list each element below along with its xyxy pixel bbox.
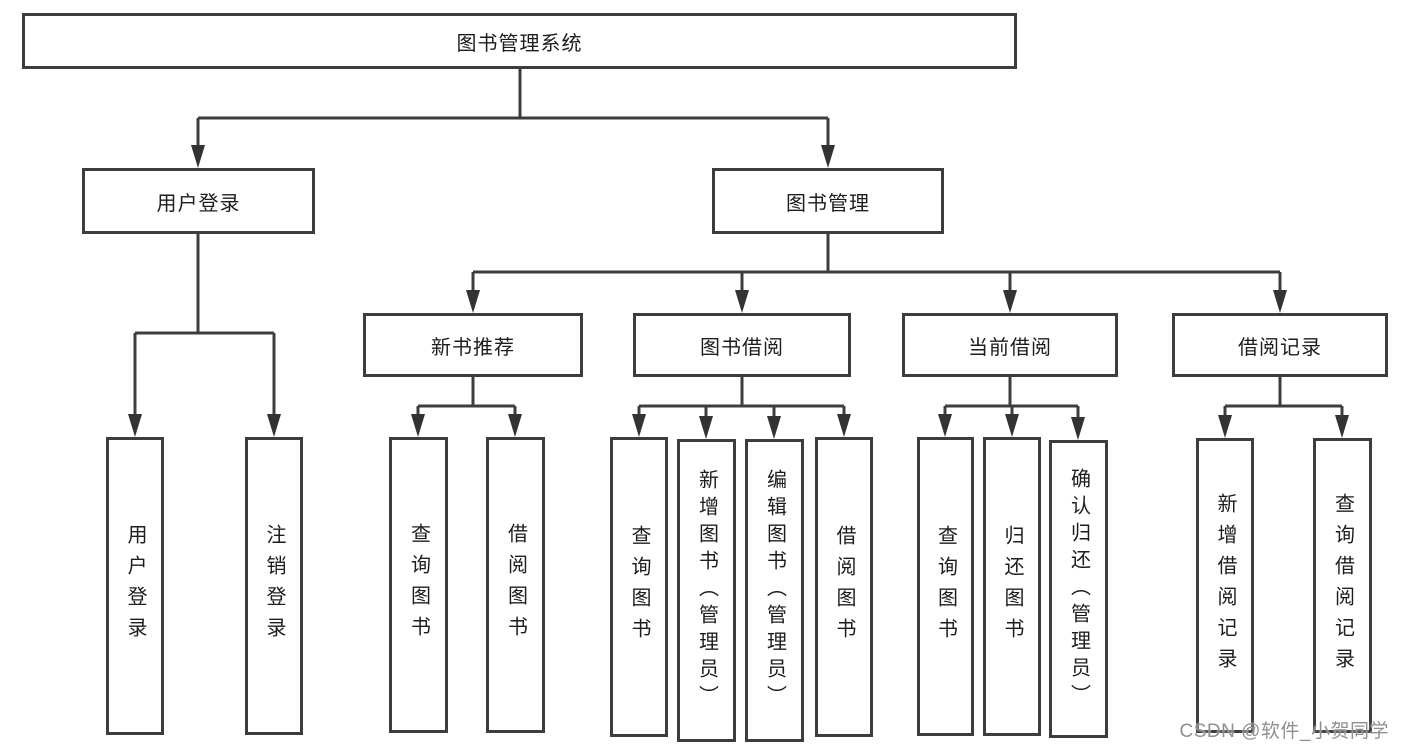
node-label: 图书借阅 <box>700 336 784 359</box>
leaf-return-books: 归还图书 <box>983 437 1041 736</box>
leaf-edit-book-admin: 编辑图书（管理员） <box>745 439 804 742</box>
leaf-logout: 注销登录 <box>245 437 303 735</box>
node-borrow-records: 借阅记录 <box>1172 313 1388 377</box>
leaf-query-borrow-record: 查询借阅记录 <box>1313 438 1372 733</box>
node-label: 当前借阅 <box>968 336 1052 359</box>
node-label: 查询借阅记录 <box>1331 492 1354 679</box>
csdn-watermark: CSDN @软件_小贺同学 <box>1179 721 1389 742</box>
leaf-add-book-admin: 新增图书（管理员） <box>677 439 736 742</box>
node-label: 查询图书 <box>628 525 650 649</box>
node-label: 编辑图书（管理员） <box>763 469 786 712</box>
leaf-query-books-recommend: 查询图书 <box>389 437 448 733</box>
node-label: 图书管理系统 <box>456 32 583 55</box>
leaf-user-login: 用户登录 <box>106 437 164 735</box>
leaf-borrow-books-recommend: 借阅图书 <box>486 437 545 733</box>
node-label: 新增借阅记录 <box>1214 492 1236 679</box>
node-label: 查询图书 <box>407 523 430 647</box>
leaf-query-books-current: 查询图书 <box>917 437 974 736</box>
node-label: 用户登录 <box>124 524 146 648</box>
leaf-confirm-return-admin: 确认归还（管理员） <box>1049 440 1108 738</box>
leaf-borrow-books-borrowing: 借阅图书 <box>815 437 873 737</box>
node-book-borrowing: 图书借阅 <box>633 313 851 377</box>
node-current-borrowing: 当前借阅 <box>902 313 1118 377</box>
node-label: 借阅图书 <box>833 525 855 649</box>
node-label: 借阅记录 <box>1238 336 1322 359</box>
node-label: 借阅图书 <box>504 523 527 647</box>
node-label: 用户登录 <box>156 192 241 215</box>
node-label: 图书管理 <box>786 192 870 215</box>
node-library-management-system: 图书管理系统 <box>22 13 1017 69</box>
leaf-query-books-borrowing: 查询图书 <box>610 437 668 737</box>
node-label: 查询图书 <box>934 524 957 649</box>
leaf-add-borrow-record: 新增借阅记录 <box>1196 438 1254 733</box>
node-label: 确认归还（管理员） <box>1067 467 1090 711</box>
node-label: 归还图书 <box>1001 524 1023 649</box>
node-label: 注销登录 <box>263 524 285 648</box>
node-label: 新书推荐 <box>431 336 515 359</box>
node-new-book-recommend: 新书推荐 <box>363 313 583 377</box>
node-book-management: 图书管理 <box>712 168 944 234</box>
node-label: 新增图书（管理员） <box>695 469 718 712</box>
node-user-login: 用户登录 <box>82 168 315 234</box>
